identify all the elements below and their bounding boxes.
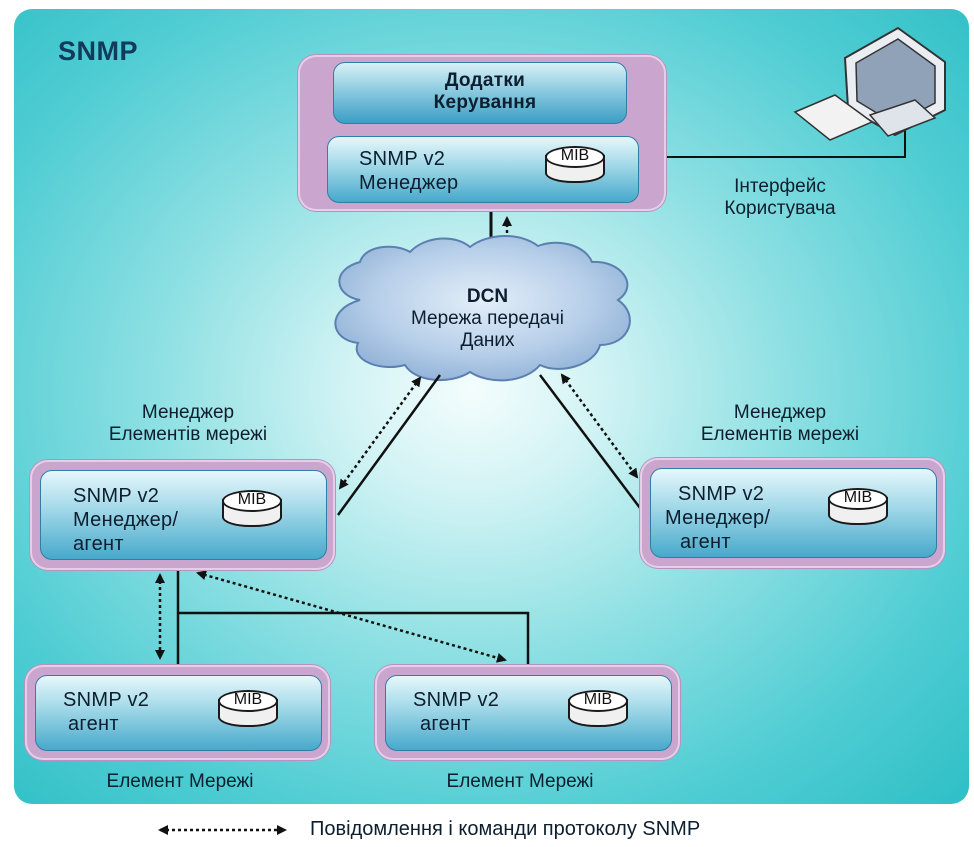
agent-right-caption: Елемент Мережі bbox=[446, 771, 594, 792]
dcn-left-manager-line bbox=[336, 374, 442, 516]
mib-icon: MIB bbox=[222, 490, 282, 534]
right-manager-caption: Менеджер Елементів мережі bbox=[700, 402, 860, 445]
left-manager-caption: Менеджер Елементів мережі bbox=[108, 402, 268, 445]
legend-label: Повідомлення і команди протоколу SNMP bbox=[310, 818, 701, 840]
diagram-title: SNMP bbox=[58, 36, 139, 66]
mib-icon: MIB bbox=[545, 146, 605, 190]
snmp-manager-label-2: Менеджер bbox=[359, 172, 459, 194]
mib-icon: MIB bbox=[828, 488, 888, 532]
mib-icon: MIB bbox=[218, 690, 278, 734]
dcn-label: DCN bbox=[466, 286, 509, 307]
dcn-subtitle-2: Даних bbox=[460, 330, 515, 351]
dcn-subtitle-1: Мережа передачі bbox=[410, 308, 564, 329]
right-manager-label-3: агент bbox=[680, 531, 731, 553]
agent-left-label-1: SNMP v2 bbox=[63, 689, 150, 711]
mib-icon: MIB bbox=[568, 690, 628, 734]
agent-left-label-2: агент bbox=[68, 713, 119, 735]
user-interface-label: Інтерфейс Користувача bbox=[724, 176, 836, 219]
left-manager-label-3: агент bbox=[73, 533, 124, 555]
manager-agent-right-line bbox=[178, 611, 530, 665]
computer-icon bbox=[793, 26, 946, 141]
management-apps-label: Додатки Керування bbox=[433, 70, 537, 113]
left-manager-label-2: Менеджер/ bbox=[73, 509, 179, 531]
dcn-right-manager-line bbox=[539, 374, 641, 509]
dcn-left-manager-message-arrow bbox=[338, 376, 422, 490]
agent-left-caption: Елемент Мережі bbox=[106, 771, 254, 792]
dcn-right-manager-message-arrow bbox=[560, 373, 639, 479]
management-apps-box bbox=[333, 62, 627, 124]
agent-right-label-1: SNMP v2 bbox=[413, 689, 500, 711]
left-manager-label-1: SNMP v2 bbox=[73, 485, 160, 507]
right-manager-label-1: SNMP v2 bbox=[678, 483, 765, 505]
dcn-cloud-shape bbox=[334, 235, 631, 382]
right-manager-label-2: Менеджер/ bbox=[665, 507, 771, 529]
agent-right-label-2: агент bbox=[420, 713, 471, 735]
manager-agent-right-message-arrow bbox=[196, 570, 507, 663]
snmp-manager-label-1: SNMP v2 bbox=[359, 148, 446, 170]
right-manager-box bbox=[650, 468, 937, 558]
